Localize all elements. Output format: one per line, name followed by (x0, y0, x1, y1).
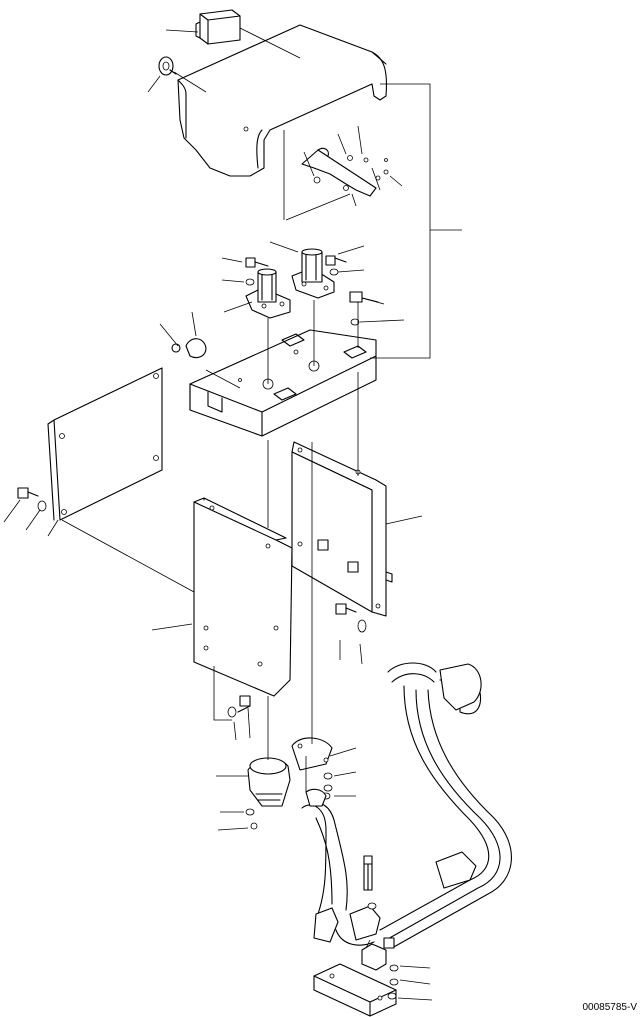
assembly-lines (61, 27, 462, 792)
bolt-lower (227, 695, 251, 718)
terminal-holder-right (291, 248, 335, 299)
bottom-bracket (313, 943, 397, 1017)
cable-harness (301, 662, 512, 949)
leader-lines (3, 29, 433, 1001)
bolt-left (17, 487, 47, 512)
bolt-mid-right (335, 603, 367, 633)
mounting-tray (189, 329, 377, 437)
panel-side-right (291, 441, 393, 617)
terminal-holder-left (245, 268, 291, 319)
hinge-bracket (301, 147, 389, 197)
panel-front (193, 497, 293, 697)
clip-left (171, 338, 207, 359)
bolt-bottom (363, 855, 399, 1000)
connector-block (195, 9, 241, 45)
grommet (158, 56, 177, 76)
bolts-mid (245, 255, 379, 326)
panel-rear-left (47, 367, 163, 521)
switch-left (247, 757, 291, 807)
drawing-reference-code: 00085785-V (582, 1002, 638, 1013)
switch-right (291, 737, 333, 771)
top-cover (177, 24, 388, 177)
